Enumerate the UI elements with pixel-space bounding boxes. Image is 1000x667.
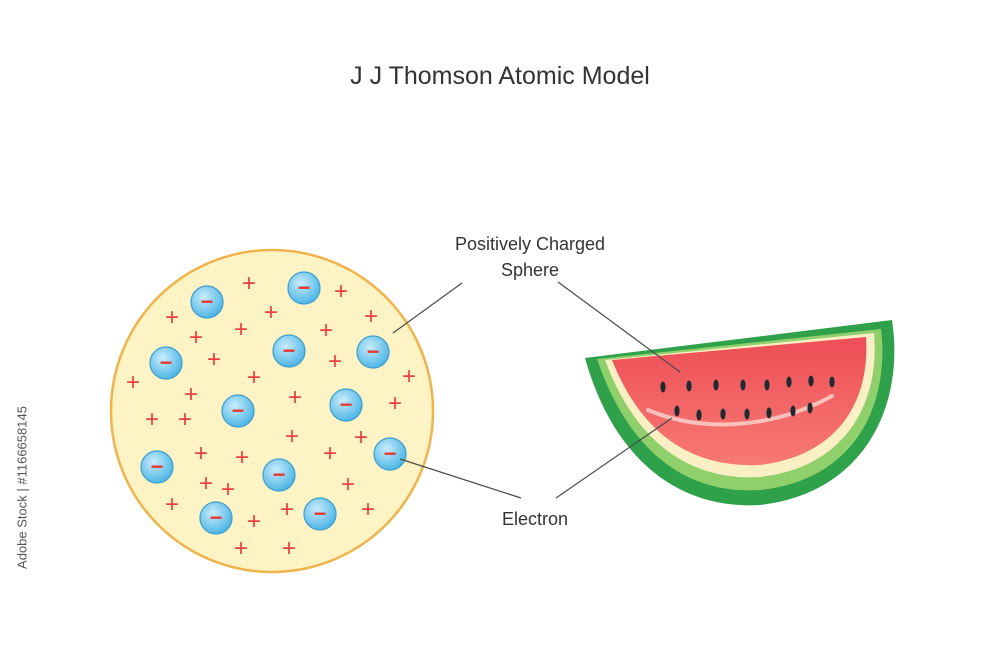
electron-icon: − bbox=[190, 285, 224, 319]
electron-icon: − bbox=[140, 450, 174, 484]
leader-electron-to-seed bbox=[555, 417, 673, 499]
seed bbox=[720, 408, 726, 420]
melon-seeds bbox=[660, 375, 835, 421]
svg-text:−: − bbox=[367, 339, 380, 364]
electron-icon: − bbox=[262, 458, 296, 492]
seed bbox=[790, 405, 796, 417]
plus-sign: + bbox=[235, 444, 249, 471]
svg-text:−: − bbox=[273, 462, 286, 487]
plus-sign: + bbox=[184, 381, 198, 408]
seed bbox=[764, 379, 770, 391]
plus-sign: + bbox=[288, 384, 302, 411]
plus-sign: + bbox=[264, 299, 278, 326]
diagram-title: J J Thomson Atomic Model bbox=[350, 62, 650, 90]
plus-sign: + bbox=[388, 390, 402, 417]
atom-model: ++++++++++++++++++++++++++++++++ −−−−−−−… bbox=[109, 248, 435, 574]
plus-sign: + bbox=[323, 440, 337, 467]
seed bbox=[744, 408, 750, 420]
plus-sign: + bbox=[280, 496, 294, 523]
plus-sign: + bbox=[242, 270, 256, 297]
plus-sign: + bbox=[234, 316, 248, 343]
plus-sign: + bbox=[354, 424, 368, 451]
plus-sign: + bbox=[247, 508, 261, 535]
plus-sign: + bbox=[341, 471, 355, 498]
plus-sign: + bbox=[285, 423, 299, 450]
plus-sign: + bbox=[402, 363, 416, 390]
electron-icon: − bbox=[221, 394, 255, 428]
positive-sphere bbox=[109, 248, 435, 574]
svg-text:−: − bbox=[210, 505, 223, 530]
seed bbox=[829, 376, 835, 388]
plus-sign: + bbox=[207, 346, 221, 373]
seed bbox=[786, 376, 792, 388]
svg-text:−: − bbox=[160, 350, 173, 375]
label-electron: Electron bbox=[501, 509, 569, 529]
plus-sign: + bbox=[165, 491, 179, 518]
electron-icon: − bbox=[373, 437, 407, 471]
plus-sign: + bbox=[234, 535, 248, 562]
stock-watermark: Adobe Stock | #1166658145 bbox=[14, 406, 30, 569]
electron-icon: − bbox=[287, 271, 321, 305]
plus-sign: + bbox=[145, 406, 159, 433]
positive-charges: ++++++++++++++++++++++++++++++++ bbox=[126, 270, 416, 562]
seed bbox=[686, 380, 692, 392]
plus-sign: + bbox=[165, 304, 179, 331]
plus-sign: + bbox=[221, 476, 235, 503]
plus-sign: + bbox=[199, 470, 213, 497]
seed bbox=[713, 379, 719, 391]
plus-sign: + bbox=[194, 440, 208, 467]
plus-sign: + bbox=[328, 348, 342, 375]
svg-text:−: − bbox=[283, 338, 296, 363]
svg-text:−: − bbox=[314, 501, 327, 526]
seed bbox=[660, 381, 666, 393]
plus-sign: + bbox=[178, 406, 192, 433]
electrons: − − − − − − − − − − − − bbox=[140, 271, 407, 535]
electron-icon: − bbox=[272, 334, 306, 368]
electron-icon: − bbox=[329, 388, 363, 422]
watermelon-slice bbox=[585, 320, 895, 506]
svg-text:−: − bbox=[340, 392, 353, 417]
electron-icon: − bbox=[149, 346, 183, 380]
plus-sign: + bbox=[282, 535, 296, 562]
seed bbox=[674, 405, 680, 417]
seed bbox=[766, 407, 772, 419]
seed bbox=[807, 402, 813, 414]
leader-lines bbox=[392, 281, 681, 499]
svg-text:−: − bbox=[384, 441, 397, 466]
seed bbox=[696, 409, 702, 421]
plus-sign: + bbox=[361, 496, 375, 523]
plus-sign: + bbox=[319, 317, 333, 344]
label-positively-charged-sphere: Positively Charged Sphere bbox=[420, 231, 640, 283]
svg-text:−: − bbox=[201, 289, 214, 314]
svg-text:−: − bbox=[151, 454, 164, 479]
electron-icon: − bbox=[356, 335, 390, 369]
svg-text:−: − bbox=[232, 398, 245, 423]
plus-sign: + bbox=[334, 278, 348, 305]
seed bbox=[740, 379, 746, 391]
seed bbox=[808, 375, 814, 387]
electron-icon: − bbox=[303, 497, 337, 531]
label-sphere-line2: Sphere bbox=[500, 260, 560, 280]
plus-sign: + bbox=[189, 324, 203, 351]
leader-electron-to-atom bbox=[399, 458, 522, 499]
electron-icon: − bbox=[199, 501, 233, 535]
plus-sign: + bbox=[247, 364, 261, 391]
svg-text:−: − bbox=[298, 275, 311, 300]
label-sphere-line1: Positively Charged bbox=[454, 234, 606, 254]
leader-sphere-to-melon bbox=[557, 281, 681, 373]
plus-sign: + bbox=[126, 369, 140, 396]
plus-sign: + bbox=[364, 303, 378, 330]
leader-sphere-to-atom bbox=[392, 282, 463, 334]
